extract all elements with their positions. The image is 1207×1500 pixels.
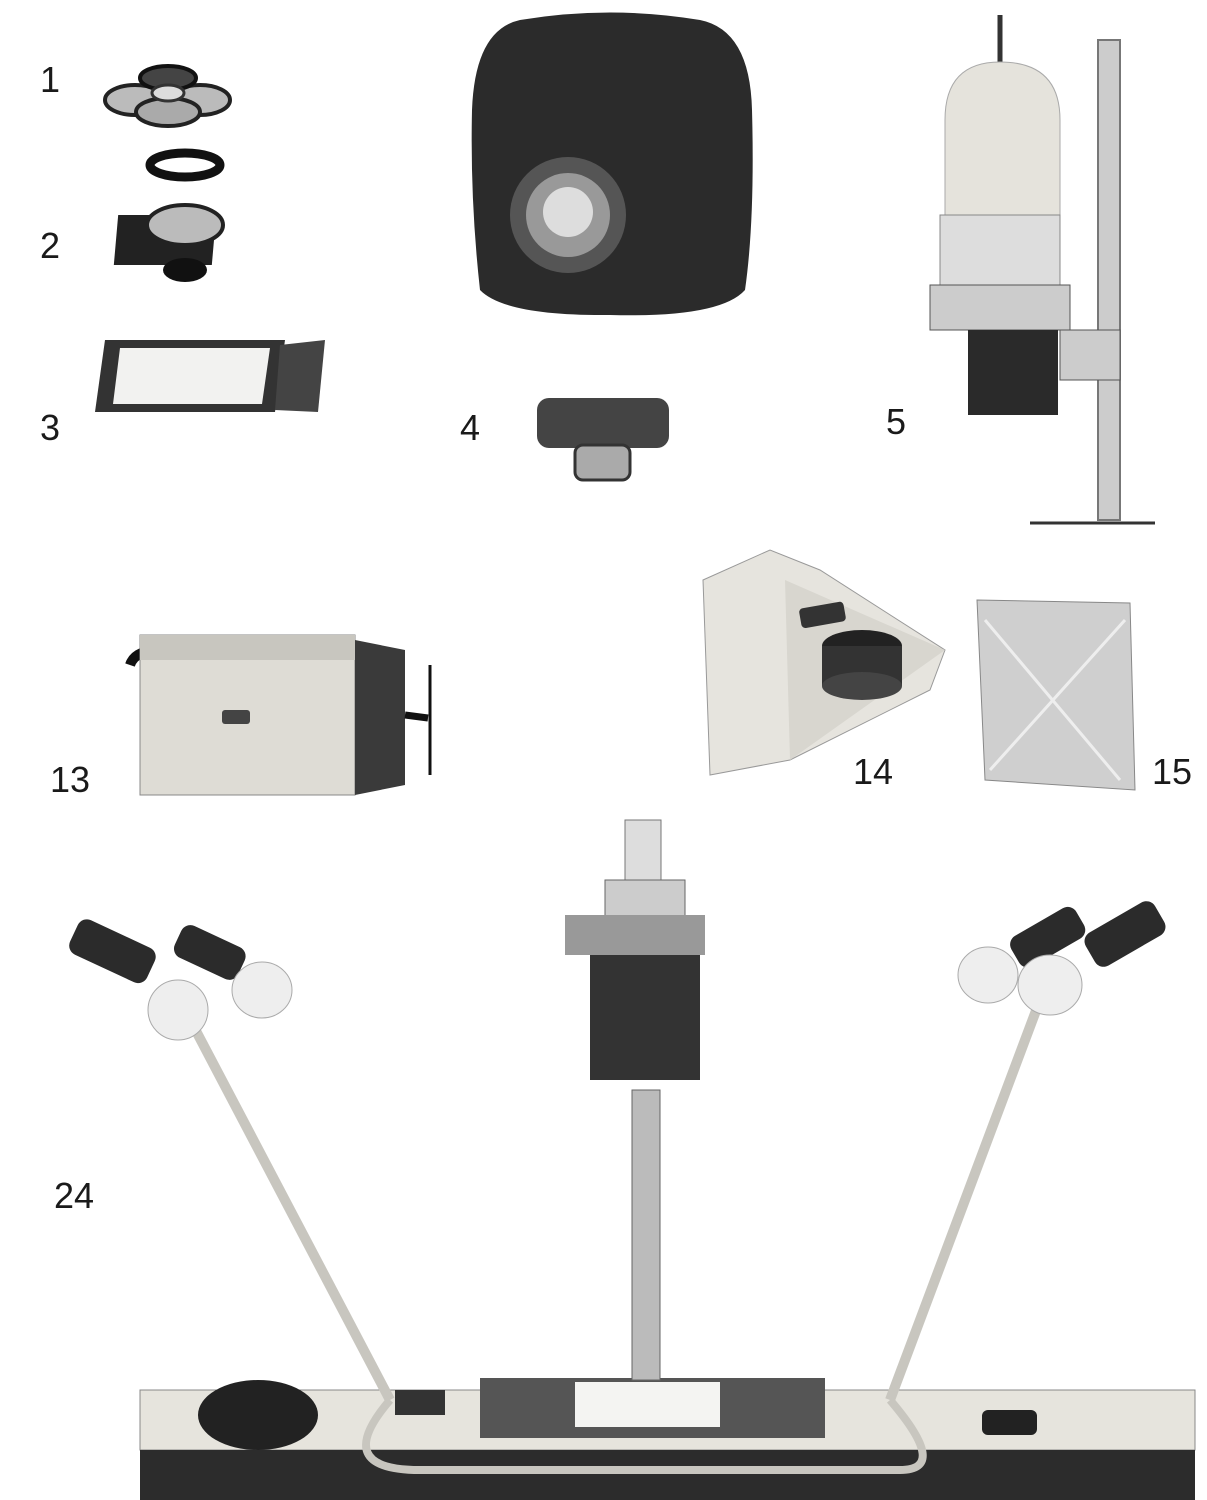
item-number-13: 13: [50, 759, 91, 800]
item-number-4: 4: [460, 407, 481, 448]
reflector-sheet-image: [976, 599, 1136, 791]
item-number-14: 14: [853, 751, 894, 792]
control-box-image: [125, 634, 432, 796]
item-number-2: 2: [40, 225, 61, 266]
lens-board-image: [113, 148, 225, 282]
workstation-image: [69, 819, 1196, 1500]
lamp-hood-image: [471, 12, 753, 482]
item-number-5: 5: [886, 401, 907, 442]
enlarger-image: [929, 15, 1155, 525]
item-number-1: 1: [40, 59, 61, 100]
lamp-housing-image: [702, 549, 946, 776]
item-number-24: 24: [54, 1175, 95, 1216]
filter-set-image: [103, 64, 232, 128]
item-number-3: 3: [40, 407, 61, 448]
negative-carrier-image: [95, 340, 325, 412]
item-number-15: 15: [1152, 751, 1193, 792]
